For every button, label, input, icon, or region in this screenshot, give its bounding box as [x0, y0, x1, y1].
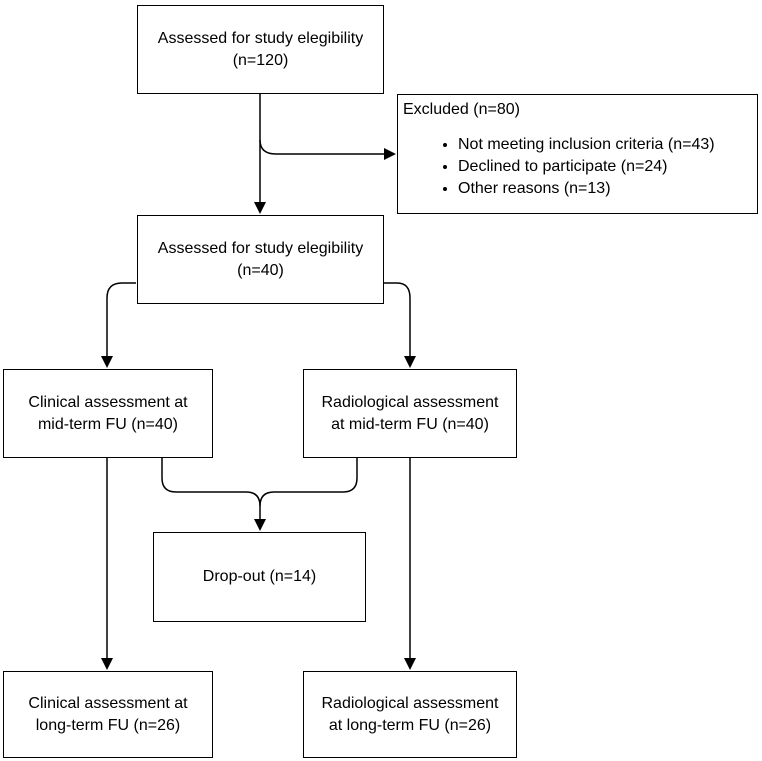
dropout-box: Drop-out (n=14) [153, 532, 366, 622]
merge-clinical-to-dropout [161, 458, 261, 507]
radiological-long-line2: at long-term FU (n=26) [328, 716, 492, 734]
clinical-long-line2: long-term FU (n=26) [35, 716, 181, 734]
assessed-1-line2: (n=120) [232, 51, 289, 69]
radiological-longterm-box: Radiological assessment at long-term FU … [303, 671, 517, 758]
excluded-reason-item: Not meeting inclusion criteria (n=43) [458, 134, 757, 156]
arrow-assessed2-to-clinical-mid [101, 282, 136, 368]
excluded-reason-item: Other reasons (n=13) [458, 178, 757, 200]
clinical-long-line1: Clinical assessment at [28, 694, 188, 712]
dropout-label: Drop-out (n=14) [202, 568, 317, 585]
excluded-reasons-list: Not meeting inclusion criteria (n=43) De… [403, 134, 757, 200]
clinical-midterm-box: Clinical assessment at mid-term FU (n=40… [3, 369, 213, 458]
radiological-long-line1: Radiological assessment [321, 694, 499, 712]
assessed-2-line1: Assessed for study elegibility [157, 239, 364, 257]
excluded-reason-item: Declined to participate (n=24) [458, 156, 757, 178]
arrow-assessed1-to-excluded [259, 139, 396, 160]
arrow-assessed2-to-radiological-mid [384, 282, 416, 368]
radiological-midterm-box: Radiological assessment at mid-term FU (… [303, 369, 517, 458]
merge-radiological-to-dropout [259, 458, 358, 507]
assessed-eligibility-box-2: Assessed for study elegibility (n=40) [137, 215, 384, 304]
radiological-mid-line2: at mid-term FU (n=40) [331, 415, 489, 433]
clinical-mid-line1: Clinical assessment at [28, 393, 188, 411]
radiological-mid-line1: Radiological assessment [321, 393, 499, 411]
excluded-title: Excluded (n=80) [403, 101, 520, 118]
assessed-2-line2: (n=40) [237, 261, 284, 279]
clinical-longterm-box: Clinical assessment at long-term FU (n=2… [3, 671, 213, 758]
clinical-mid-line2: mid-term FU (n=40) [37, 415, 178, 433]
assessed-1-line1: Assessed for study elegibility [157, 29, 364, 47]
excluded-box: Excluded (n=80) Not meeting inclusion cr… [397, 94, 758, 214]
assessed-eligibility-box-1: Assessed for study elegibility (n=120) [137, 5, 384, 94]
